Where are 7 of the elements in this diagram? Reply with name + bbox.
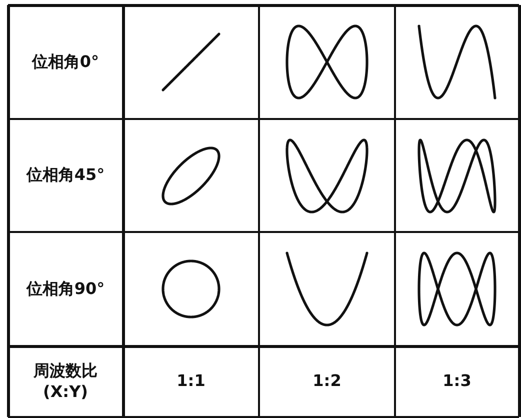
row-header: 位相角90° xyxy=(26,278,105,300)
column-header: 1:2 xyxy=(312,371,342,392)
row-header: 位相角45° xyxy=(26,165,105,186)
column-header: 周波数比 (X:Y) xyxy=(32,360,98,402)
column-header: 1:1 xyxy=(176,371,206,392)
row-header: 位相角0° xyxy=(32,52,100,72)
column-header: 1:3 xyxy=(442,371,472,392)
